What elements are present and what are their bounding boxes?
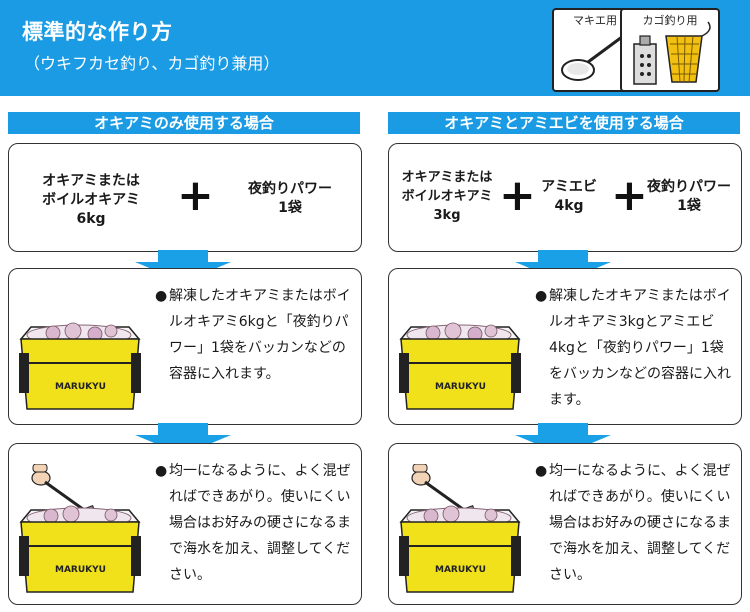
right-step2-box: MARUKYU ● 均一になるように、よく混ぜればできあがり。使いにくい場合はお…	[388, 443, 742, 605]
step-text: 均一になるように、よく混ぜればできあがり。使いにくい場合はお好みの硬さになるまで…	[549, 463, 731, 583]
left-ingredients-box: オキアミまたは ボイルオキアミ 6kg + 夜釣りパワー 1袋	[8, 143, 362, 252]
bakkan-tub-icon: MARUKYU	[19, 322, 141, 410]
right-step1-description: ● 解凍したオキアミまたはボイルオキアミ3kgとアミエビ4kgと「夜釣りパワー」…	[535, 283, 735, 413]
brand-logo: MARUKYU	[435, 382, 486, 392]
tool-label-kago: カゴ釣り用	[642, 14, 698, 27]
left-column-heading: オキアミのみ使用する場合	[8, 112, 360, 134]
ingredient-line: 夜釣りパワー	[647, 179, 731, 195]
right-step2-description: ● 均一になるように、よく混ぜればできあがり。使いにくい場合はお好みの硬さになる…	[535, 458, 735, 588]
plus-sign: +	[611, 170, 648, 221]
ingredient-line: ボイルオキアミ	[401, 189, 493, 204]
page-title: 標準的な作り方	[22, 20, 173, 44]
right-ingredient-krill: オキアミまたは ボイルオキアミ 3kg	[395, 168, 499, 225]
page-subtitle: （ウキフカセ釣り、カゴ釣り兼用）	[24, 54, 280, 73]
right-ingredient-amiebi: アミエビ 4kg	[527, 178, 611, 216]
right-column-heading: オキアミとアミエビを使用する場合	[388, 112, 740, 134]
right-ingredients-box: オキアミまたは ボイルオキアミ 3kg + アミエビ 4kg + 夜釣りパワー …	[388, 143, 742, 252]
left-ingredient-krill: オキアミまたは ボイルオキアミ 6kg	[27, 172, 155, 229]
down-arrow-icon	[135, 423, 231, 455]
ingredient-line: オキアミまたは	[401, 170, 493, 185]
plus-sign: +	[177, 170, 214, 221]
ingredient-amount: 1袋	[677, 198, 701, 214]
bullet-icon: ●	[155, 288, 168, 304]
tool-label-makie: マキエ用	[573, 14, 617, 27]
bullet-icon: ●	[155, 463, 168, 479]
bait-cage-icon	[633, 21, 711, 85]
left-ingredient-yoduri-power: 夜釣りパワー 1袋	[235, 180, 345, 218]
step-text: 均一になるように、よく混ぜればできあがり。使いにくい場合はお好みの硬さになるまで…	[169, 463, 351, 583]
ingredient-amount: 1袋	[278, 200, 302, 216]
down-arrow-icon	[515, 423, 611, 455]
mixing-tub-icon: MARUKYU	[399, 464, 521, 593]
down-arrow-icon	[515, 250, 611, 282]
ingredient-amount: 4kg	[554, 198, 584, 214]
brand-logo: MARUKYU	[55, 382, 106, 392]
bakkan-tub-icon: MARUKYU	[399, 322, 521, 410]
step-text: 解凍したオキアミまたはボイルオキアミ6kgと「夜釣りパワー」1袋をバッカンなどの…	[169, 288, 351, 382]
right-ingredient-yoduri-power: 夜釣りパワー 1袋	[641, 178, 737, 216]
ingredient-line: 夜釣りパワー	[248, 181, 332, 197]
left-step2-description: ● 均一になるように、よく混ぜればできあがり。使いにくい場合はお好みの硬さになる…	[155, 458, 355, 588]
left-step1-box: MARUKYU ● 解凍したオキアミまたはボイルオキアミ6kgと「夜釣りパワー」…	[8, 268, 362, 425]
bullet-icon: ●	[535, 288, 548, 304]
left-step1-description: ● 解凍したオキアミまたはボイルオキアミ6kgと「夜釣りパワー」1袋をバッカンな…	[155, 283, 355, 387]
ingredient-line: ボイルオキアミ	[42, 192, 140, 208]
right-step1-box: MARUKYU ● 解凍したオキアミまたはボイルオキアミ3kgとアミエビ4kgと…	[388, 268, 742, 425]
bullet-icon: ●	[535, 463, 548, 479]
header-banner: 標準的な作り方 （ウキフカセ釣り、カゴ釣り兼用） マキエ用 カゴ釣り用	[0, 0, 750, 96]
ingredient-line: オキアミまたは	[42, 173, 140, 189]
left-step2-box: MARUKYU ● 均一になるように、よく混ぜればできあがり。使いにくい場合はお…	[8, 443, 362, 605]
plus-sign: +	[499, 170, 536, 221]
ingredient-amount: 6kg	[76, 211, 106, 227]
bait-cage-tool-panel: カゴ釣り用	[620, 8, 720, 92]
ladle-icon	[561, 32, 627, 81]
ingredient-amount: 3kg	[433, 208, 461, 223]
brand-logo: MARUKYU	[435, 565, 486, 575]
ingredient-line: アミエビ	[541, 179, 597, 195]
mixing-tub-icon: MARUKYU	[19, 464, 141, 593]
down-arrow-icon	[135, 250, 231, 282]
step-text: 解凍したオキアミまたはボイルオキアミ3kgとアミエビ4kgと「夜釣りパワー」1袋…	[549, 288, 731, 408]
brand-logo: MARUKYU	[55, 565, 106, 575]
